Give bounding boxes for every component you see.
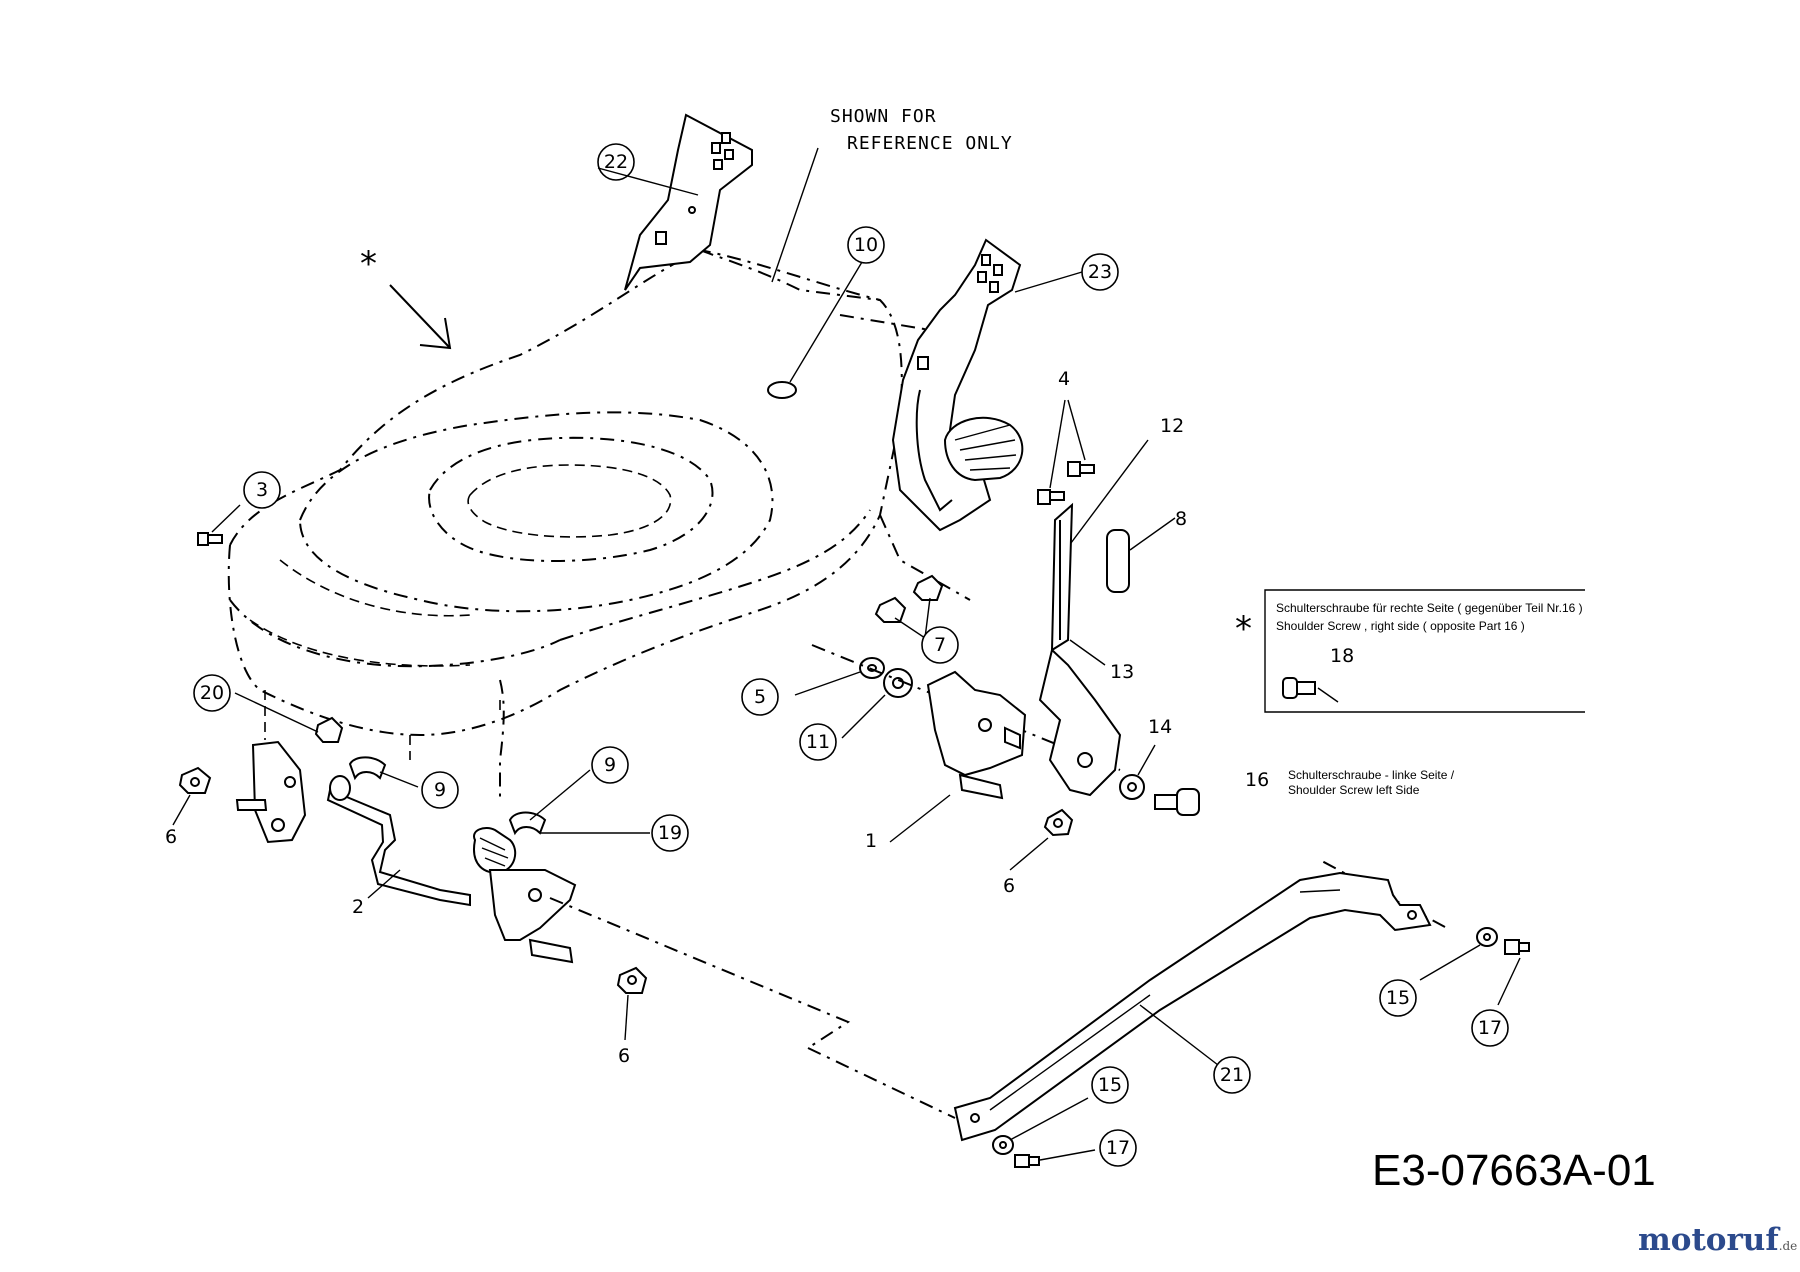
note-box: Schulterschraube für rechte Seite ( gege… <box>1264 589 1585 713</box>
callout-7: 7 <box>921 626 959 664</box>
callout-19: 19 <box>651 814 689 852</box>
handle-bracket-right <box>891 238 1024 532</box>
spring-part-19 <box>473 827 517 874</box>
callout-14: 14 <box>1148 716 1172 738</box>
nut-part-6-a <box>178 766 212 794</box>
clip-part-9-b <box>508 811 547 836</box>
handle-bracket-left <box>624 113 753 291</box>
svg-text:15: 15 <box>1386 987 1410 1009</box>
height-bracket-right <box>926 670 1027 800</box>
callout-12-leader <box>1061 439 1149 556</box>
height-bracket-left <box>235 740 307 844</box>
asterisk-note: * <box>1235 609 1252 649</box>
reference-note-line1: SHOWN FOR <box>830 106 937 127</box>
callout-9-a: 9 <box>421 771 459 809</box>
shoulder-screw-part-16 <box>1154 788 1200 816</box>
callout-6-c: 6 <box>618 1045 630 1067</box>
handle-bar-part-21 <box>953 871 1432 1142</box>
svg-text:23: 23 <box>1088 261 1112 283</box>
callout-12: 12 <box>1160 415 1184 437</box>
bolt-part-17-a <box>1504 939 1530 955</box>
plug-button <box>767 381 797 399</box>
watermark-brand: motoruf <box>1638 1222 1779 1258</box>
svg-text:19: 19 <box>658 822 682 844</box>
bolt-part-17-b <box>1014 1154 1040 1168</box>
nut-part-7 <box>874 574 944 639</box>
asterisk-deck: * <box>360 244 377 284</box>
callout-13: 13 <box>1110 661 1134 683</box>
callout-18: 18 <box>1330 645 1354 667</box>
washer-part-14 <box>1119 774 1145 800</box>
screw-part-4 <box>1037 461 1095 505</box>
note-box-line1: Schulterschraube für rechte Seite ( gege… <box>1276 601 1583 615</box>
left-screw-note-line2: Shoulder Screw left Side <box>1288 783 1420 797</box>
callout-22: 22 <box>597 143 635 181</box>
callout-16: 16 <box>1245 769 1269 791</box>
callout-20: 20 <box>193 674 231 712</box>
screw-part-3 <box>197 532 223 546</box>
svg-text:20: 20 <box>200 682 224 704</box>
callout-17-a: 17 <box>1471 1009 1509 1047</box>
callout-10-leader <box>789 261 863 383</box>
callout-2: 2 <box>352 896 364 918</box>
svg-text:21: 21 <box>1220 1064 1244 1086</box>
reference-arrow <box>389 284 452 350</box>
washer-part-15-a <box>1476 927 1498 947</box>
callout-21: 21 <box>1213 1056 1251 1094</box>
callout-15-b: 15 <box>1091 1066 1129 1104</box>
svg-text:11: 11 <box>806 731 830 753</box>
callout-6-b: 6 <box>1003 875 1015 897</box>
svg-text:5: 5 <box>754 686 766 708</box>
svg-text:17: 17 <box>1106 1137 1130 1159</box>
svg-text:9: 9 <box>604 754 616 776</box>
callout-1: 1 <box>865 830 877 852</box>
nut-part-20 <box>314 716 344 743</box>
lower-bracket-left <box>488 869 577 964</box>
callout-8: 8 <box>1175 508 1187 530</box>
svg-text:17: 17 <box>1478 1017 1502 1039</box>
link-rod-part-13 <box>1050 502 1106 666</box>
bracket-part-13 <box>1038 648 1122 797</box>
svg-text:15: 15 <box>1098 1074 1122 1096</box>
svg-text:10: 10 <box>854 234 878 256</box>
mower-deck-outline <box>227 248 971 800</box>
note-box-line2: Shoulder Screw , right side ( opposite P… <box>1276 619 1525 633</box>
callout-15-a: 15 <box>1379 979 1417 1017</box>
svg-text:9: 9 <box>434 779 446 801</box>
nut-part-6-b <box>1043 808 1074 837</box>
clip-part-9-a <box>348 756 387 781</box>
svg-text:22: 22 <box>604 151 628 173</box>
washer-part-15-b <box>992 1135 1014 1155</box>
left-screw-note-line1: Schulterschraube - linke Seite / <box>1288 768 1455 782</box>
callout-5: 5 <box>741 678 779 716</box>
callout-6-a: 6 <box>165 826 177 848</box>
pin-part-8 <box>1106 517 1176 593</box>
washer-part-5 <box>859 657 885 679</box>
watermark-suffix: .de <box>1778 1239 1798 1253</box>
svg-text:3: 3 <box>256 479 268 501</box>
svg-text:7: 7 <box>934 634 946 656</box>
callout-23: 23 <box>1081 253 1119 291</box>
nut-part-6-c <box>616 966 648 994</box>
callout-17-b: 17 <box>1099 1129 1137 1167</box>
callout-3: 3 <box>243 471 281 509</box>
callout-4: 4 <box>1058 368 1070 390</box>
watermark-logo: motoruf.de <box>1638 1222 1797 1258</box>
reference-note-leader <box>771 147 819 283</box>
axle-rod-part-2 <box>326 775 471 907</box>
callout-10: 10 <box>847 226 885 264</box>
callout-11: 11 <box>799 723 837 761</box>
drawing-number: E3-07663A-01 <box>1372 1146 1656 1195</box>
reference-note-line2: REFERENCE ONLY <box>847 133 1013 154</box>
callout-9-b: 9 <box>591 746 629 784</box>
